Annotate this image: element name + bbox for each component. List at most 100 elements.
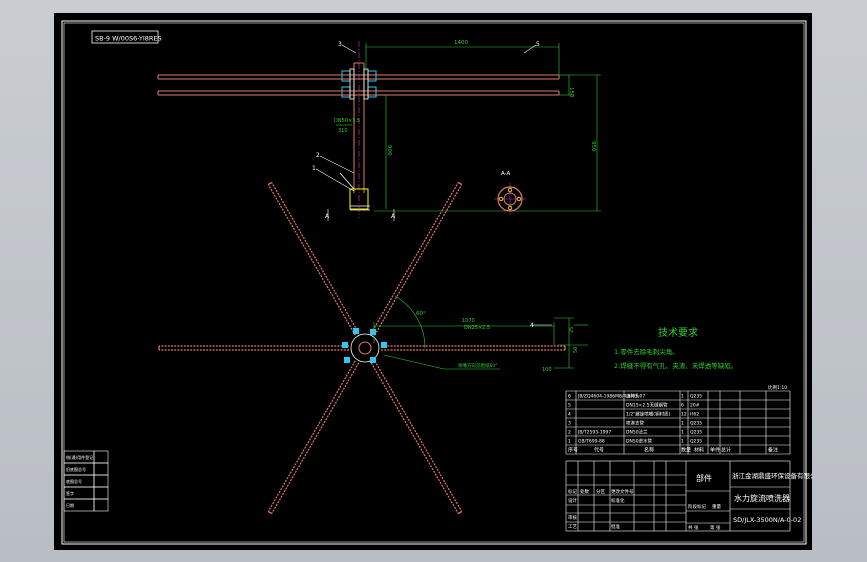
bom-header-unit_w: 单件 [710,447,720,454]
left-block-label: 签字 [66,490,74,496]
bom-cell-qty: 1 [681,421,684,427]
bom-cell-mat: Q235 [690,430,702,436]
bom-cell-mat: Q235 [690,439,702,445]
dim-bottom-length: 1070 [462,318,475,324]
bom-cell-no: 2 [568,430,571,436]
bom-cell-qty: 12 [681,412,687,418]
bom-cell-qty: 1 [681,430,684,436]
callout-1: 1 [312,165,316,172]
bom-header-no: 序号 [568,447,578,454]
dim-right-h1: 150 [568,87,574,98]
bom-cell-code: JB/T2593-1997 [577,430,611,436]
title-mark: 标记 [568,488,577,495]
tech-line-1: 1.零件去除毛刺尖角。 [614,347,679,356]
title-company: 浙江金湖鼎盛环保设备有限公司 [732,471,812,480]
title-change: 更改文件号 [611,488,634,495]
left-block-label: 底图总号 [66,478,82,484]
section-mark-left: A [325,213,330,220]
bom-cell-mat: H62 [690,412,699,418]
bom-header-code: 代号 [594,447,604,454]
callout-3: 3 [338,41,342,48]
dim-mid-label2: 310 [338,128,348,134]
bom-cell-name: 喷淋支管 [626,420,644,427]
outer-frame [61,20,807,545]
dim-bottom-note: DN25×2.5 [464,325,490,331]
title-parts: 部件 [696,473,712,483]
section-mark-right: A [391,213,396,220]
cad-drawing: SB-9 W/00S6-YI8RES [61,20,812,545]
tech-title: 技术要求 [658,326,698,339]
bom-cell-code: GB/T699-88 [578,439,605,445]
dim-top-length: 1400 [454,40,468,46]
bom-header-total_w: 总计 [721,447,731,454]
code-box-text: SB-9 W/00S6-YI8RES [95,35,162,43]
title-std: 标准化 [611,497,625,504]
bom-cell-name: DN15×2.5无缝钢管 [626,402,668,409]
callout-2: 2 [316,152,320,159]
left-block-label: 旧底图总号 [66,466,86,472]
left-block-label: 日期 [66,502,74,508]
title-product: 水力旋流喷洗器 [734,493,790,503]
title-count: 处数 [580,488,589,495]
title-weight: 重量 [712,503,721,510]
title-sheets: 共 张 [688,524,699,531]
bom-table [565,390,791,455]
bom-cell-no: 1 [568,439,571,445]
bom-cell-mat: Q235 [690,394,702,400]
title-approve: 批准 [611,523,620,530]
dim-mid-v: 900 [386,145,392,156]
bom-cell-qty: 1 [681,439,684,445]
code-box [91,30,159,44]
tech-line-2: 2.焊缝不得有气孔、夹渣、未焊透等缺陷。 [614,361,737,370]
bom-cell-name: DN50进水管 [626,438,653,445]
title-process: 工艺 [568,524,577,530]
title-check: 审核 [568,514,577,521]
bom-cell-mat: 20# [690,403,700,409]
bom-cell-code: JB/ZQ4604-1986M8/4.8-01-07 [577,394,645,400]
bom-cell-no: 6 [568,394,571,400]
dim-right-h2: 950 [590,141,596,152]
title-zone: 分区 [596,488,605,495]
title-drawing-no: SD/JLX-3500N/A-0-02 [733,516,801,524]
callout-5: 5 [536,41,540,48]
spray-arm [370,181,463,336]
dim-small-3: 100 [542,367,552,373]
bom-ratio: 比例1:10 [768,384,787,391]
section-label: A-A [501,171,511,177]
bom-header-mat: 材料 [694,447,704,454]
bom-cell-name: 1/2"螺旋喷嘴(铜材质) [626,411,671,418]
bom-cell-no: 4 [568,412,571,418]
bom-header-note: 备注 [768,447,778,454]
dim-small-1: 25 [569,327,575,333]
inner-frame [63,22,805,543]
spray-arm [381,345,566,351]
dim-angle: 60° [416,311,426,317]
spray-arm [158,345,349,351]
bom-cell-no: 3 [568,421,571,427]
technical-requirements: 技术要求 1.零件去除毛刺尖角。 2.焊缝不得有气孔、夹渣、未焊透等缺陷。 [614,326,737,370]
bom-cell-qty: 1 [681,394,684,400]
title-sheet: 第 张 [710,524,721,531]
callout-4: 4 [530,322,534,329]
plan-view-spray-arms: 60° 1070 DN25×2.5 25 50 100 喷嘴方向见图纸60° 4 [158,181,588,515]
drawing-sheet[interactable]: SB-9 W/00S6-YI8RES [54,13,812,550]
title-stage: 阶段标记 [688,503,706,510]
title-block: 部件 浙江金湖鼎盛环保设备有限公司 水力旋流喷洗器 SD/JLX-3500N/A… [565,460,812,532]
left-block-label: 借(通)用件登记 [66,454,93,460]
bom-cell-mat: Q235 [690,421,702,427]
bom-cell-name: DN50法兰 [626,429,648,436]
dim-mid-label: DN50×3.5 [334,118,360,124]
bom-cell-qty: 6 [681,403,684,409]
bom-cell-no: 5 [568,403,571,409]
spray-arm [267,360,360,515]
elevation-view: 1400 150 950 900 DN50×3.5 310 3 5 2 1 A … [157,40,601,221]
bom-header-qty: 数量 [681,447,691,454]
spray-arm [370,360,463,515]
section-view-aa: A-A [494,171,526,215]
nozzle-note: 喷嘴方向见图纸60° [458,362,497,369]
bom-header-name: 名称 [644,447,654,454]
dim-small-2: 50 [573,347,579,353]
